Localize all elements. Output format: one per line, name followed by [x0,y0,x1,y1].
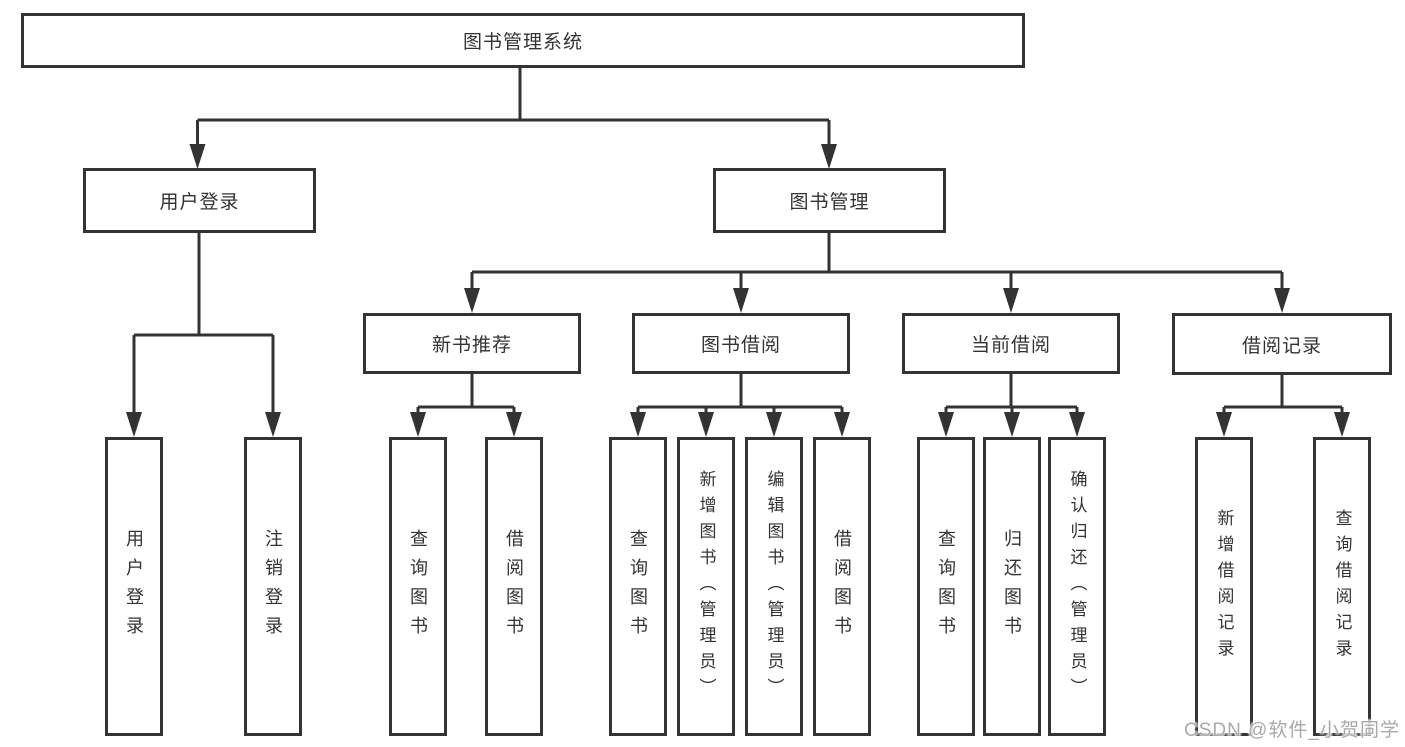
arrow-icon [834,412,850,437]
node-leaf-query-borrow-record: 查询借阅记录 [1313,437,1371,736]
arrow-icon [1004,412,1020,437]
connector-userlogin-to-children [132,233,275,413]
node-book-borrow: 图书借阅 [632,313,850,374]
node-leaf-query-book-1: 查询图书 [389,437,447,736]
arrow-icon [410,412,426,437]
node-leaf-return-book: 归还图书 [983,437,1041,736]
node-current-borrow: 当前借阅 [902,313,1120,374]
arrow-icon [938,412,954,437]
node-leaf-borrow-book-2: 借阅图书 [813,437,871,736]
node-leaf-logout: 注销登录 [244,437,302,736]
node-leaf-edit-book-admin: 编辑图书（管理员） [745,437,803,736]
node-leaf-add-borrow-record: 新增借阅记录 [1195,437,1253,736]
connector-bookmgmt-to-level3 [470,233,1284,290]
connector-root-to-level2 [196,68,831,146]
arrow-icon [506,412,522,437]
node-user-login: 用户登录 [83,168,316,233]
arrow-icon [733,288,749,313]
arrow-icon [821,144,837,169]
arrow-icon [189,144,206,169]
node-leaf-query-book-3: 查询图书 [917,437,975,736]
arrow-icon [1069,412,1085,437]
arrow-icon [265,412,281,437]
arrow-icon [1274,288,1290,313]
arrow-icon [126,412,142,437]
node-leaf-borrow-book-1: 借阅图书 [485,437,543,736]
node-leaf-confirm-return-admin: 确认归还（管理员） [1048,437,1106,736]
arrow-icon [630,412,646,437]
connector-current-to-children [944,374,1079,414]
arrow-icon [698,412,714,437]
csdn-watermark: CSDN @软件_小贺同学 [1184,720,1400,741]
connector-borrow-to-children [636,374,844,414]
node-borrow-records: 借阅记录 [1172,313,1392,375]
connector-newbook-to-children [416,374,516,414]
node-leaf-query-book-2: 查询图书 [609,437,667,736]
arrow-icon [1216,412,1232,437]
connector-lines [132,68,1344,414]
arrowheads [126,144,1350,437]
node-new-book-recommend: 新书推荐 [363,313,581,374]
arrow-icon [1003,288,1019,313]
arrow-icon [464,288,480,313]
arrow-icon [1334,412,1350,437]
connector-records-to-children [1222,375,1344,414]
node-book-management: 图书管理 [713,168,946,233]
arrow-icon [766,412,782,437]
node-leaf-add-book-admin: 新增图书（管理员） [677,437,735,736]
node-leaf-user-login: 用户登录 [105,437,163,736]
node-root-system: 图书管理系统 [21,13,1025,68]
